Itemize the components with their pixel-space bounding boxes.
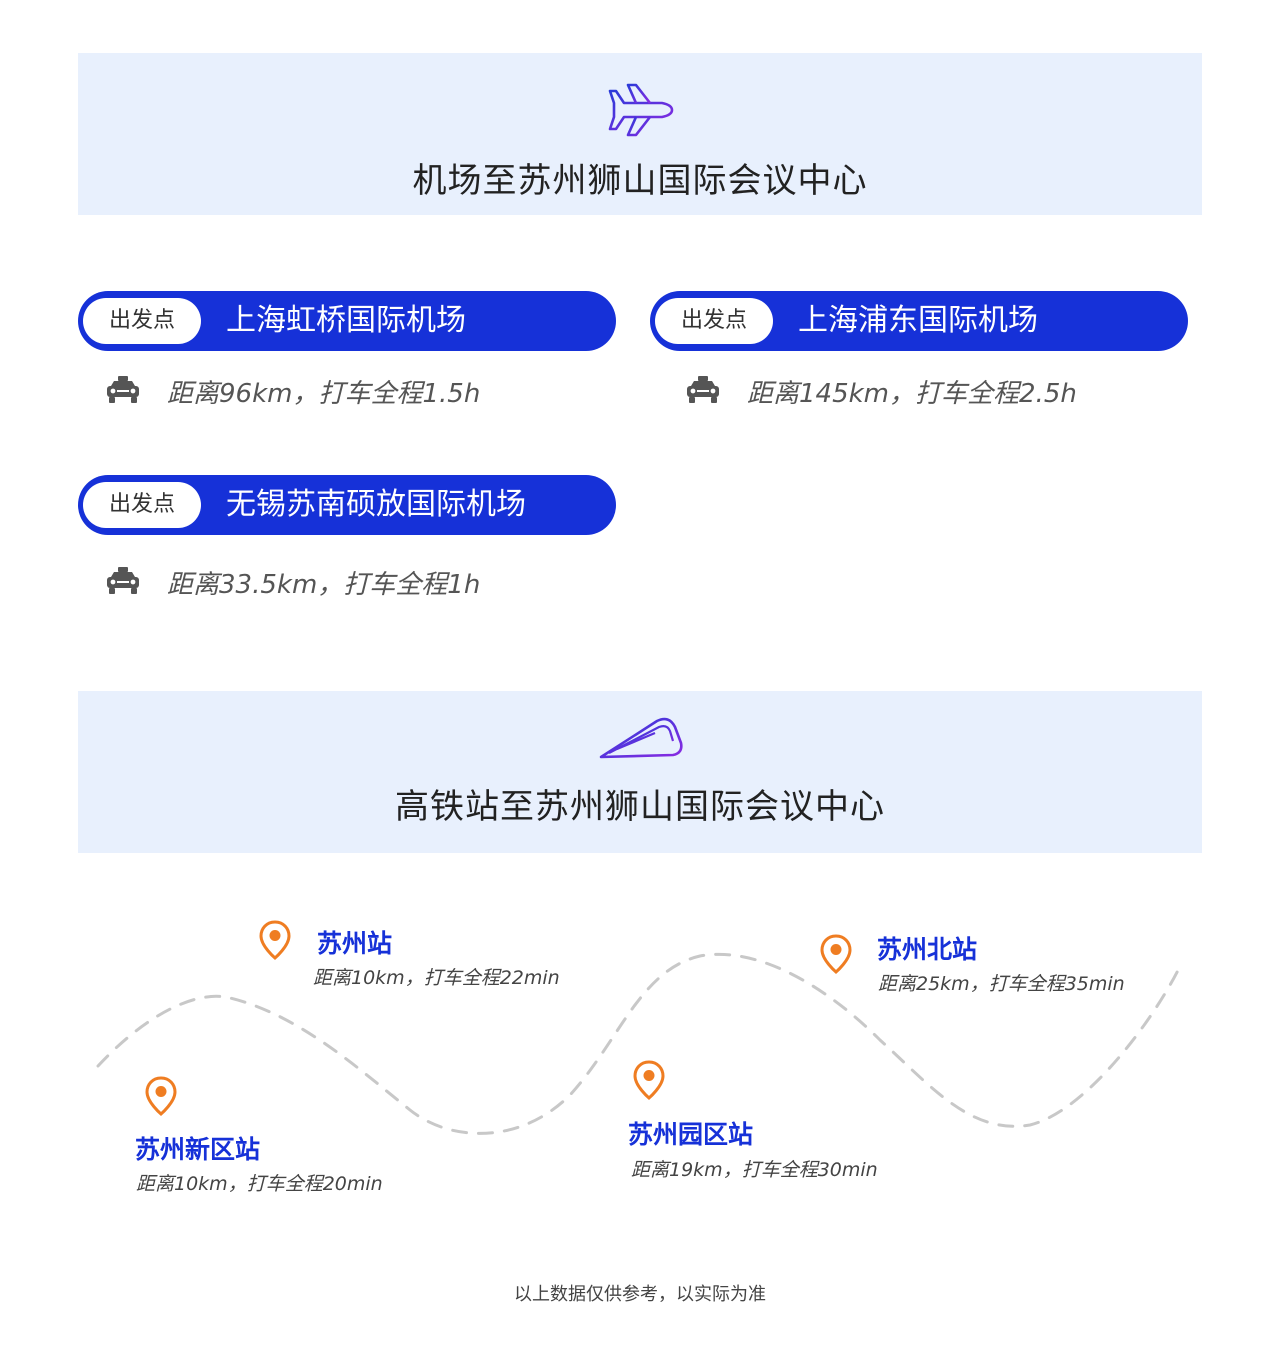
- station-name-xinqu: 苏州新区站: [135, 1135, 261, 1164]
- station-info-xinqu: 距离10km，打车全程20min: [136, 1173, 383, 1195]
- airport-section-header: 机场至苏州狮山国际会议中心: [78, 53, 1202, 215]
- taxi-icon: [107, 567, 139, 594]
- ride-info-pudong: 距离145km，打车全程2.5h: [685, 371, 1077, 411]
- route-dashed-line: [96, 952, 1184, 1135]
- origin-tag: 出发点: [83, 298, 201, 344]
- origin-name: 上海虹桥国际机场: [226, 303, 466, 338]
- ride-info-shuofang: 距离33.5km，打车全程1h: [105, 562, 480, 602]
- airport-section-title: 机场至苏州狮山国际会议中心: [412, 161, 868, 201]
- train-section-title: 高铁站至苏州狮山国际会议中心: [395, 787, 885, 827]
- ride-text: 距离145km，打车全程2.5h: [747, 378, 1077, 409]
- ride-info-hongqiao: 距离96km，打车全程1.5h: [105, 371, 480, 411]
- taxi-icon: [107, 376, 139, 403]
- station-info-suzhou: 距离10km，打车全程22min: [313, 967, 560, 989]
- origin-pill-pudong: 出发点 上海浦东国际机场: [650, 291, 1188, 351]
- origin-name: 上海浦东国际机场: [798, 303, 1038, 338]
- origin-tag: 出发点: [655, 298, 773, 344]
- station-name-yuanqu: 苏州园区站: [628, 1120, 754, 1149]
- origin-tag: 出发点: [83, 482, 201, 528]
- location-pin-icon: [820, 934, 852, 974]
- station-info-yuanqu: 距离19km，打车全程30min: [631, 1159, 878, 1181]
- origin-pill-hongqiao: 出发点 上海虹桥国际机场: [78, 291, 616, 351]
- train-section-header: 高铁站至苏州狮山国际会议中心: [78, 691, 1202, 853]
- location-pin-icon: [145, 1076, 177, 1116]
- footnote: 以上数据仅供参考，以实际为准: [514, 1284, 766, 1305]
- station-name-suzhou: 苏州站: [317, 929, 393, 958]
- ride-text: 距离33.5km，打车全程1h: [167, 569, 481, 600]
- station-info-beizhan: 距离25km，打车全程35min: [878, 973, 1125, 995]
- origin-pill-shuofang: 出发点 无锡苏南硕放国际机场: [78, 475, 616, 535]
- airplane-icon: [608, 83, 674, 137]
- location-pin-icon: [633, 1060, 665, 1100]
- taxi-icon: [687, 376, 719, 403]
- train-icon: [599, 717, 683, 763]
- origin-name: 无锡苏南硕放国际机场: [226, 487, 526, 522]
- station-name-beizhan: 苏州北站: [877, 935, 978, 964]
- location-pin-icon: [259, 920, 291, 960]
- ride-text: 距离96km，打车全程1.5h: [167, 378, 481, 409]
